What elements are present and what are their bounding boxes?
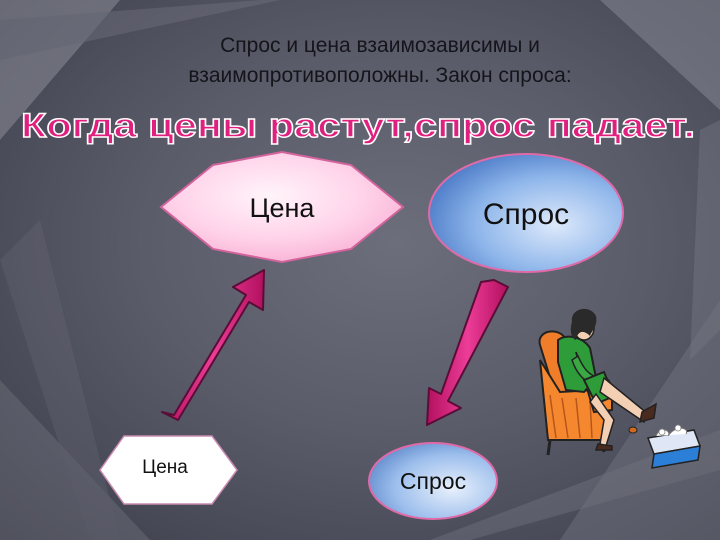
arrow-down	[426, 279, 509, 426]
price-octagon-top	[159, 150, 405, 264]
title-line-1: Спрос и цена взаимозависимы и	[220, 34, 540, 57]
headline: Когда цены растут,спрос падает.	[21, 107, 695, 145]
demand-oval-bottom	[368, 442, 498, 520]
price-octagon-label: Цена	[249, 193, 315, 223]
foot-bath-icon	[646, 424, 702, 469]
price-hexagon-label: Цена	[142, 457, 188, 478]
title-line-2: взаимопротивоположны. Закон спроса:	[188, 64, 572, 87]
price-hexagon-bottom	[99, 435, 238, 505]
demand-oval-bottom-label: Спрос	[399, 468, 467, 494]
woman-in-armchair-icon	[538, 308, 657, 456]
demand-oval-top	[428, 153, 624, 273]
arrow-up	[161, 269, 265, 421]
demand-oval-top-label: Спрос	[482, 198, 570, 231]
